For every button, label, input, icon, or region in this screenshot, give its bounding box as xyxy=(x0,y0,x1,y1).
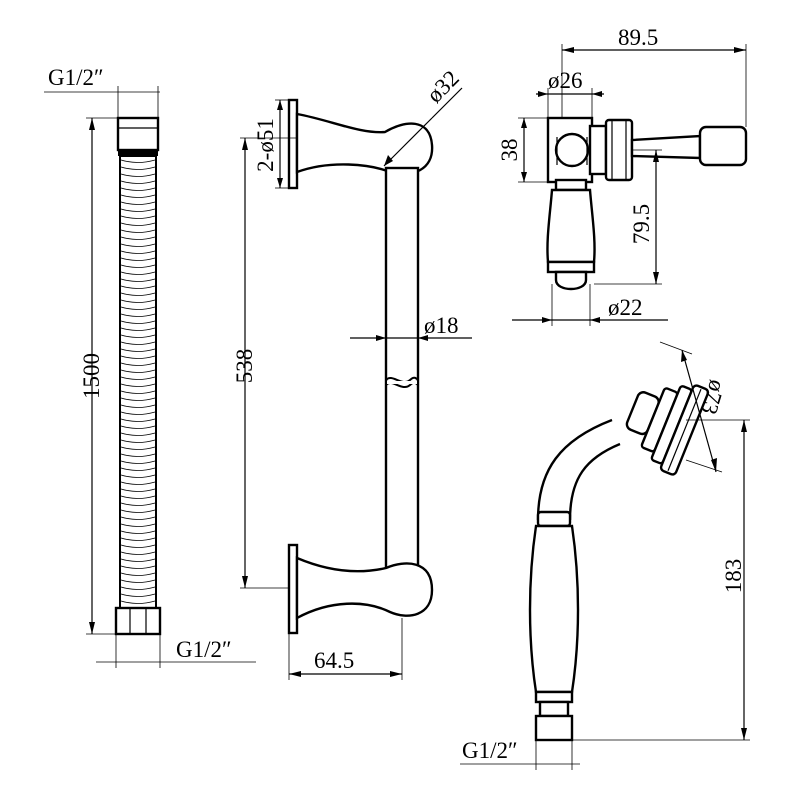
shower-hose: G1/2″ 1500 G1/2″ xyxy=(44,65,256,668)
valve-handle-cap xyxy=(554,270,588,291)
valve-collar xyxy=(604,118,634,182)
handset-ring xyxy=(534,690,574,704)
handset-thread-label: G1/2″ xyxy=(462,738,518,763)
handset-collar xyxy=(536,510,572,528)
valve-handle-dia-label: ø22 xyxy=(608,295,643,320)
rail-height-label: 538 xyxy=(232,349,257,384)
valve-lever-arm xyxy=(630,134,702,160)
hose-bottom-nut xyxy=(114,606,162,636)
handset-head xyxy=(625,384,710,476)
hose-ribs xyxy=(120,159,156,604)
valve-boss xyxy=(554,132,590,168)
handset-length-label: 183 xyxy=(721,559,746,594)
rail-top-bracket xyxy=(295,112,434,176)
rail-flange-dia-label: 2-ø51 xyxy=(253,118,278,172)
rail-tube-dia-label: ø18 xyxy=(424,313,459,338)
riser-rail: 2-ø51 ø32 538 ø18 64.5 xyxy=(232,65,472,680)
diverter-valve: 89.5 ø26 38 79.5 ø22 xyxy=(497,25,748,326)
hose-bottom-thread-label: G1/2″ xyxy=(176,637,232,662)
valve-spindle-nut xyxy=(588,124,608,176)
valve-handle-drop-label: 79.5 xyxy=(629,204,654,244)
valve-reach-label: 89.5 xyxy=(618,25,658,50)
valve-handle-ring xyxy=(546,260,596,274)
rail-bottom-bracket xyxy=(295,556,434,621)
hose-top-fitting xyxy=(116,116,160,152)
handset-connector xyxy=(534,714,574,742)
handset-neck xyxy=(538,700,570,718)
hose-black-ring xyxy=(118,150,158,156)
hand-shower: ø73 183 G1/2″ xyxy=(460,341,750,770)
rail-bracket-dia-label: ø32 xyxy=(422,65,464,107)
valve-lever-grip xyxy=(698,125,748,167)
handset-grip xyxy=(528,524,580,694)
valve-handle xyxy=(546,188,596,264)
hose-top-thread-label: G1/2″ xyxy=(48,65,104,90)
hose-length-label: 1500 xyxy=(79,353,104,399)
rail-tube xyxy=(384,166,420,570)
valve-body-height-label: 38 xyxy=(497,139,522,162)
valve-handle-neck xyxy=(554,178,588,192)
handset-head-dia-label: ø73 xyxy=(696,377,730,417)
rail-projection-label: 64.5 xyxy=(314,648,354,673)
valve-body-dia-label: ø26 xyxy=(548,68,583,93)
